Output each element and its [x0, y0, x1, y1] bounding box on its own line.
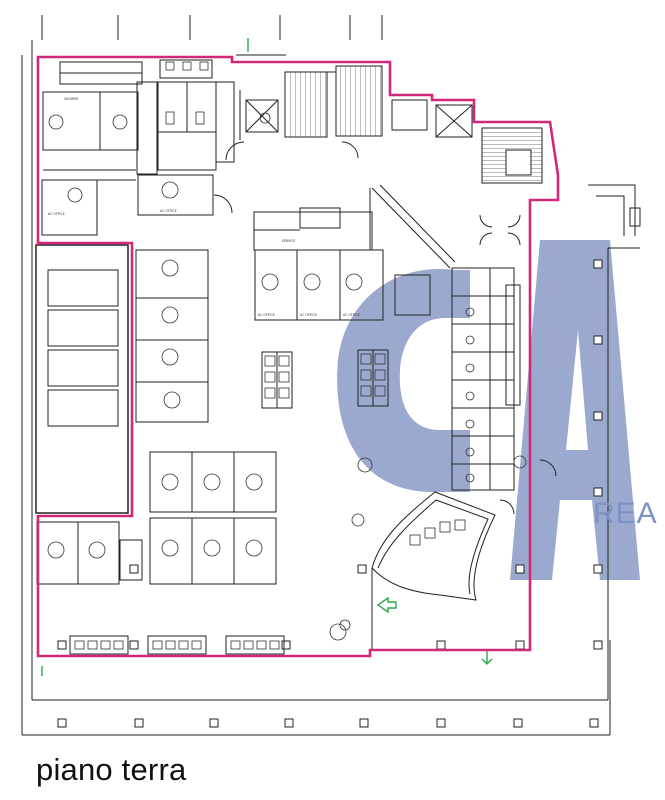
- exit-arrow-icon: [481, 650, 493, 665]
- exit-arrow-icon: [376, 596, 397, 614]
- unit-perimeter: [36, 55, 560, 658]
- room-label-shower: SHOWER: [64, 97, 79, 101]
- building-structure: [21, 15, 641, 736]
- plan-caption: piano terra: [36, 752, 187, 787]
- room-label-office-e: AC OFFICE: [48, 212, 65, 216]
- room-label-office-a: AC OFFICE: [258, 313, 275, 317]
- room-label-service: SERVICE: [282, 239, 295, 243]
- room-labels: AC OFFICE AC OFFICE AC OFFICE AC OFFICE …: [48, 97, 360, 317]
- columns: [57, 259, 603, 728]
- room-label-office-b: AC OFFICE: [300, 313, 317, 317]
- watermark-subtext: REA: [593, 497, 658, 530]
- room-label-office-c: AC OFFICE: [343, 313, 360, 317]
- furniture: [47, 61, 527, 650]
- interior-walls: [35, 59, 557, 655]
- watermark-letter-c: [337, 268, 470, 492]
- exit-markers: [41, 38, 493, 676]
- room-label-office-d: AC OFFICE: [160, 209, 177, 213]
